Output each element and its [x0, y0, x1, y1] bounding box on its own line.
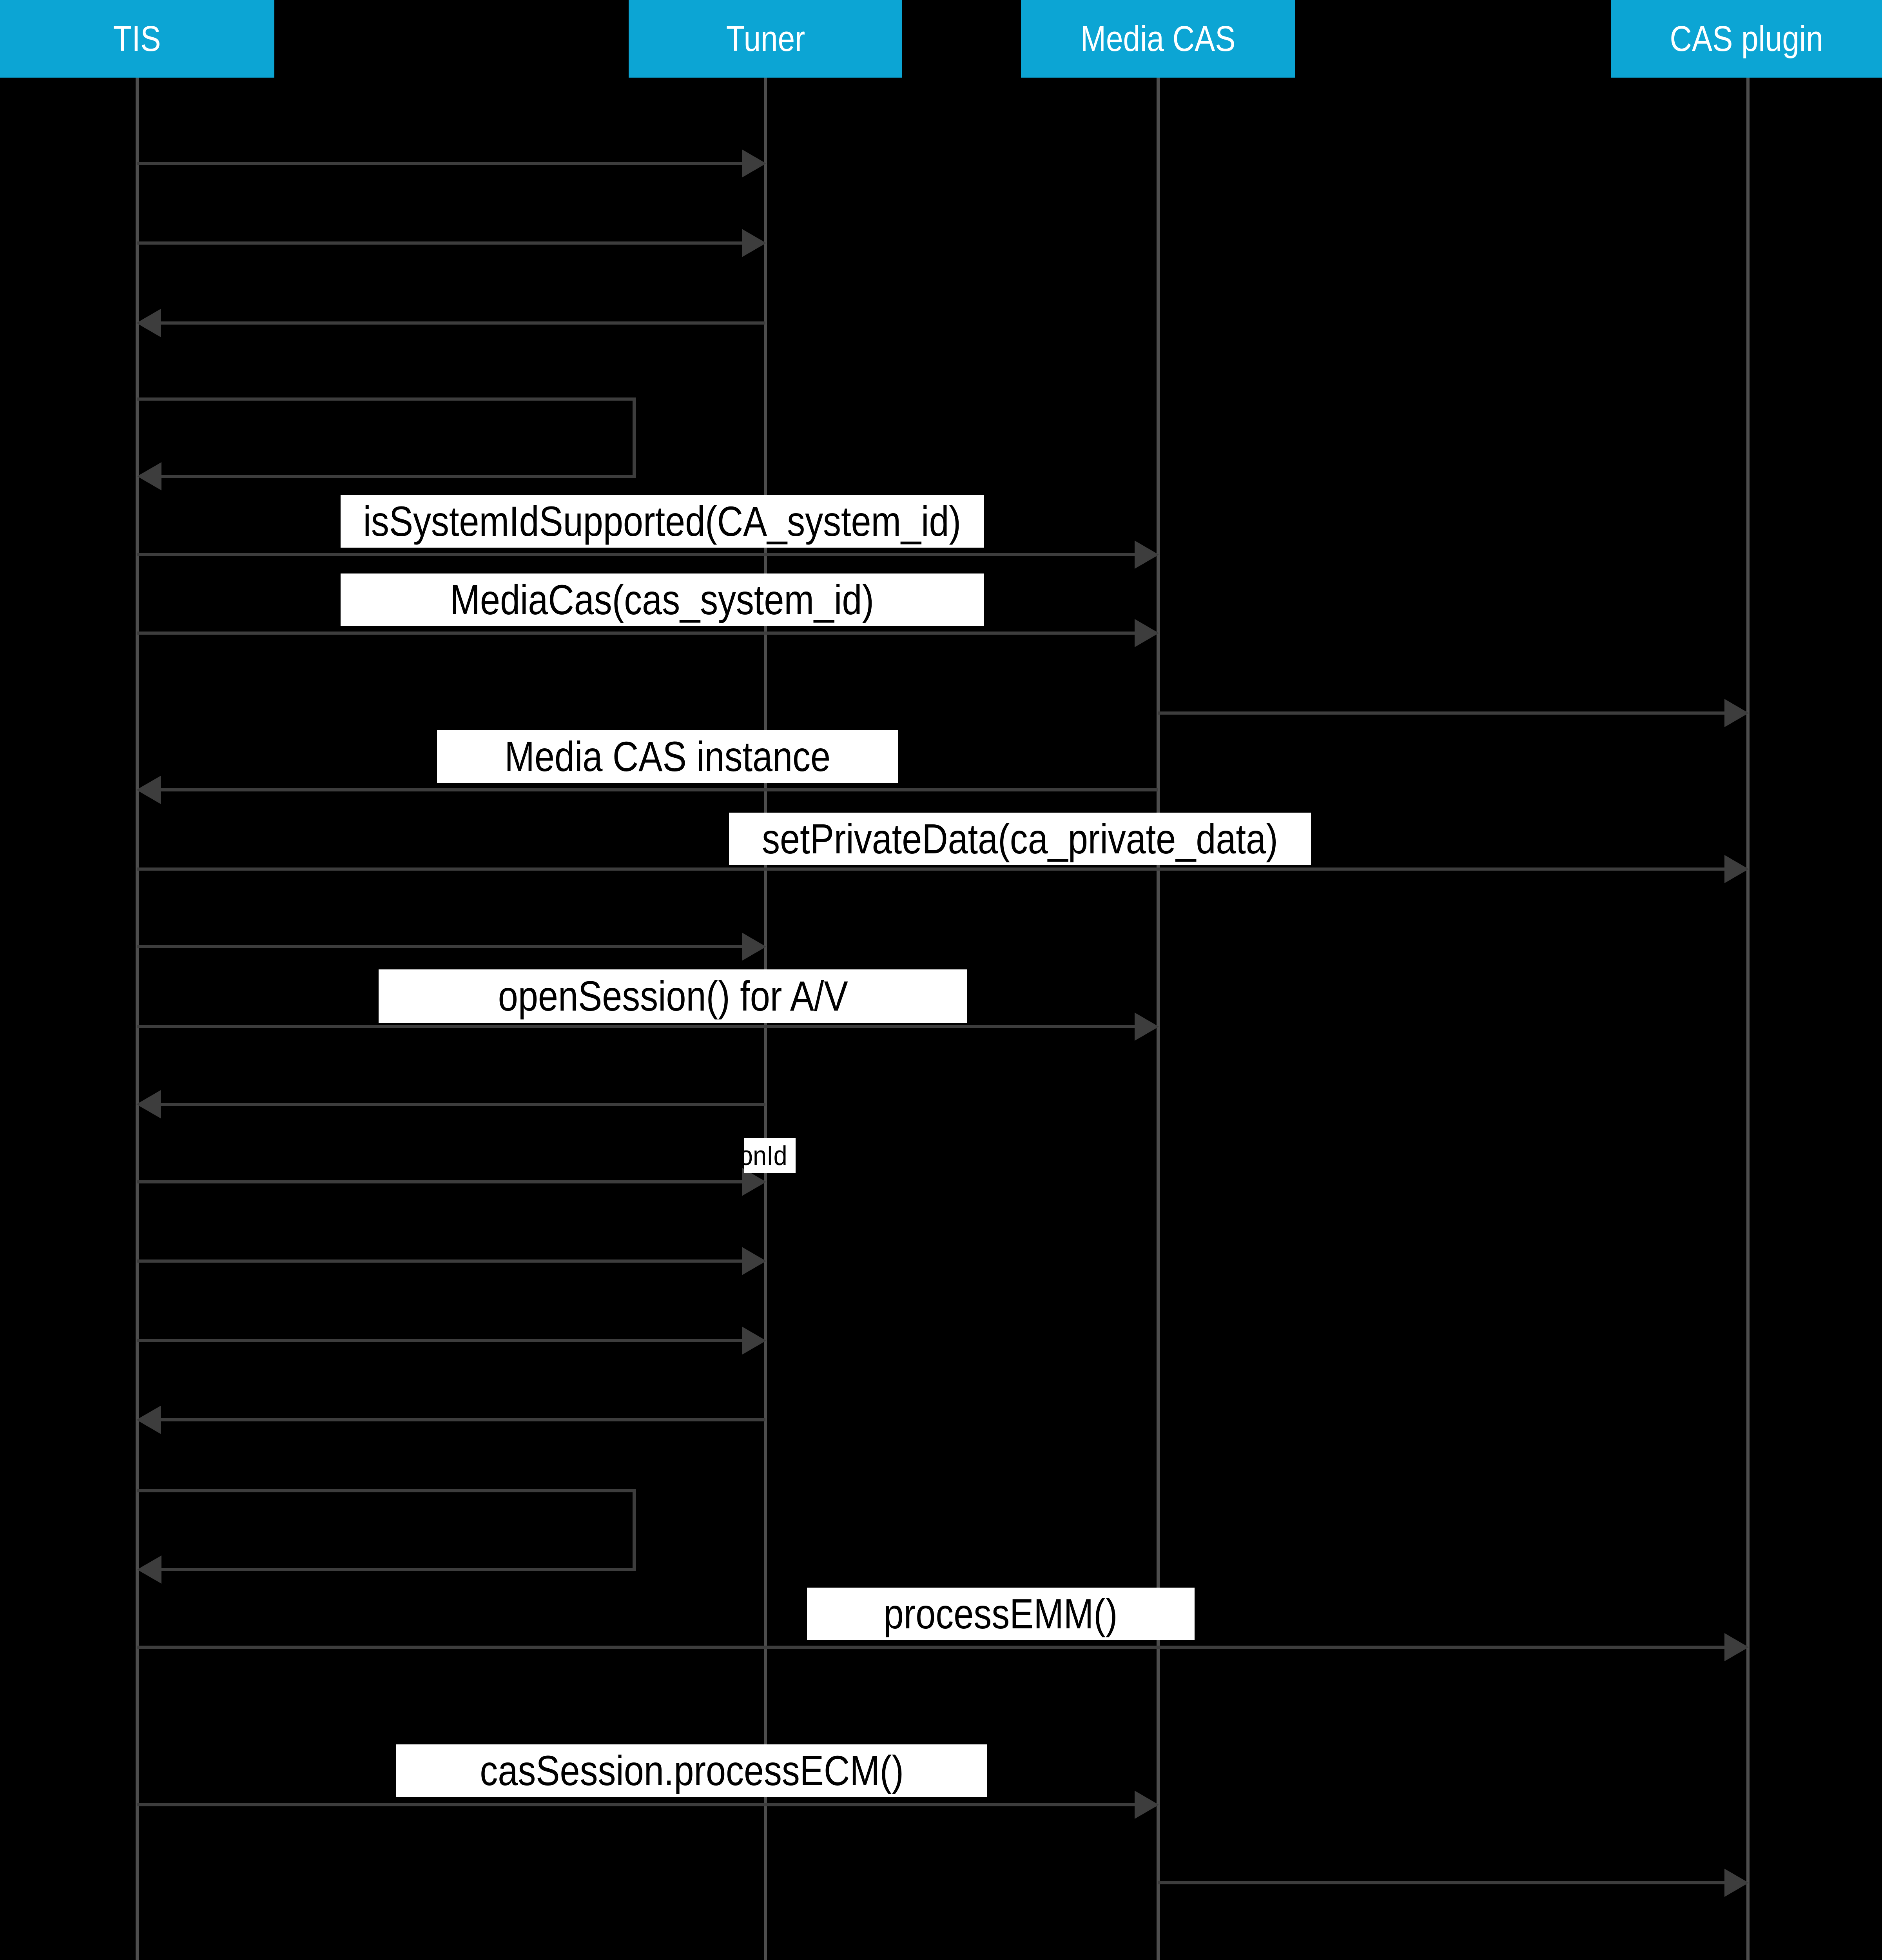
self-call-top [137, 1489, 636, 1492]
participant-label: Media CAS [1081, 19, 1236, 59]
lifeline-casplugin [1746, 78, 1750, 1960]
participant-label: Tuner [726, 19, 805, 59]
message-line [137, 162, 743, 165]
message-line [159, 788, 1158, 791]
message-line [137, 945, 743, 948]
message-label-text: Media CAS instance [504, 733, 831, 780]
arrowhead-right [742, 149, 766, 178]
message-label-text: isSystemIdSupported(CA_system_id) [363, 497, 961, 545]
arrowhead-right [1724, 855, 1749, 883]
message-line [159, 1103, 765, 1106]
arrowhead-right [1135, 541, 1159, 569]
arrowhead-right [1724, 1869, 1749, 1897]
arrowhead-right [742, 1327, 766, 1355]
participant-label: CAS plugin [1670, 19, 1823, 59]
self-call-bottom [161, 1568, 636, 1571]
message-line [1158, 711, 1726, 715]
participant-header-tuner: Tuner [629, 0, 902, 78]
self-call-top [137, 397, 636, 401]
message-label: onId [744, 1138, 796, 1173]
self-call-side [633, 397, 636, 478]
message-line [137, 1259, 743, 1263]
message-label: casSession.processECM() [396, 1744, 987, 1797]
message-label: processEMM() [807, 1588, 1195, 1640]
message-label: isSystemIdSupported(CA_system_id) [341, 495, 984, 548]
participant-header-tis: TIS [0, 0, 274, 78]
lifeline-tis [136, 78, 139, 1960]
message-line [137, 1180, 743, 1183]
message-line [137, 553, 1136, 556]
message-line [137, 1803, 1136, 1806]
message-label-text: MediaCas(cas_system_id) [450, 576, 874, 623]
arrowhead-right [1135, 619, 1159, 647]
message-line [137, 632, 1136, 635]
message-line [137, 241, 743, 245]
arrowhead-right [742, 1247, 766, 1275]
arrowhead-right [742, 933, 766, 961]
message-line [1158, 1881, 1726, 1884]
arrowhead-right [1724, 699, 1749, 727]
participant-label: TIS [113, 19, 161, 59]
message-label-text: processEMM() [884, 1590, 1118, 1637]
message-line [159, 1418, 765, 1421]
message-label-text: onId [744, 1140, 787, 1171]
message-line [159, 321, 765, 325]
arrowhead-left [137, 462, 161, 490]
participant-header-media-cas: Media CAS [1021, 0, 1295, 78]
message-line [137, 1646, 1726, 1649]
self-call-bottom [161, 475, 636, 478]
self-call-side [633, 1489, 636, 1571]
arrowhead-left [136, 1406, 161, 1434]
arrowhead-right [1724, 1633, 1749, 1661]
participant-header-cas-plugin: CAS plugin [1611, 0, 1882, 78]
message-label: setPrivateData(ca_private_data) [729, 813, 1311, 865]
message-line [137, 1025, 1136, 1028]
message-label-text: openSession() for A/V [498, 972, 848, 1020]
message-line [137, 867, 1726, 871]
arrowhead-left [136, 309, 161, 337]
message-line [137, 1339, 743, 1342]
message-label-text: setPrivateData(ca_private_data) [762, 815, 1278, 862]
arrowhead-left [137, 1555, 161, 1584]
message-label: MediaCas(cas_system_id) [341, 573, 984, 626]
arrowhead-right [1135, 1013, 1159, 1041]
arrowhead-right [742, 229, 766, 257]
arrowhead-right [1135, 1791, 1159, 1819]
message-label: Media CAS instance [437, 730, 898, 783]
message-label: openSession() for A/V [379, 969, 967, 1023]
message-label-text: casSession.processECM() [480, 1747, 904, 1794]
arrowhead-left [136, 1090, 161, 1118]
arrowhead-left [136, 776, 161, 804]
